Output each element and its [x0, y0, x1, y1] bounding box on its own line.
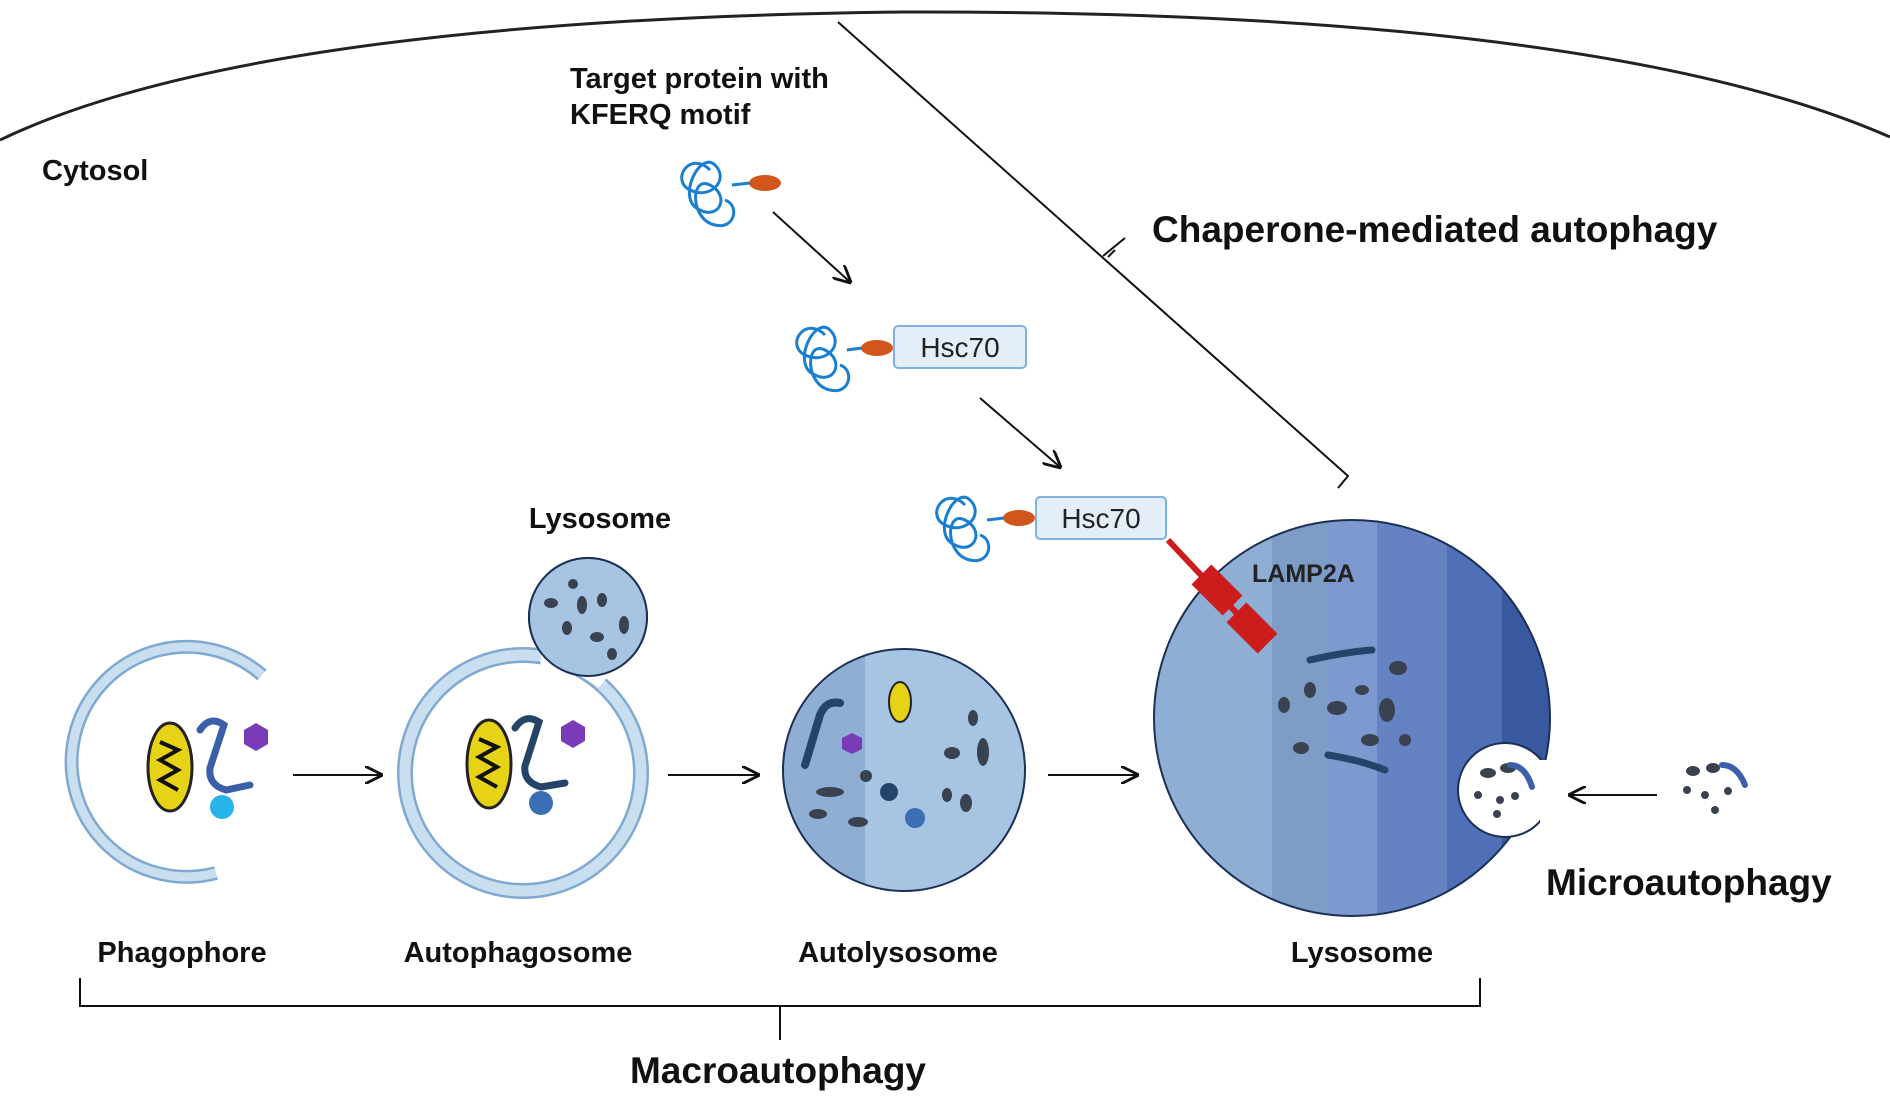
cma-bracket	[837, 21, 1350, 489]
hsc70-box	[893, 325, 1027, 369]
target-protein-free	[680, 160, 781, 228]
hsc70-bound-label: Hsc70	[1061, 503, 1140, 534]
chaperone-mediated-autophagy-label: Chaperone-mediated autophagy	[1152, 209, 1718, 250]
hsc70-box-bound	[1035, 496, 1167, 540]
microautophagy-cargo	[1683, 762, 1748, 814]
cytosol-label: Cytosol	[42, 155, 148, 187]
autolysosome	[782, 648, 1026, 892]
kferq-motif-icon	[861, 340, 893, 356]
protein-hsc70-complex	[795, 325, 893, 393]
autophagosome	[397, 557, 649, 899]
macroautophagy-label: Macroautophagy	[630, 1050, 926, 1091]
hexagon-icon	[561, 720, 585, 748]
dot-icon	[529, 791, 553, 815]
hsc70-label: Hsc70	[920, 332, 999, 363]
phagophore	[64, 639, 268, 884]
cell-membrane	[0, 10, 1890, 142]
hexagon-icon	[244, 723, 268, 751]
target-protein-label-line2: KFERQ motif	[570, 99, 751, 131]
lamp2a-label: LAMP2A	[1252, 560, 1355, 588]
lysosome-small-label: Lysosome	[529, 503, 671, 535]
mitochondrion-icon	[888, 681, 912, 723]
target-protein-label-line1: Target protein with	[570, 63, 829, 95]
dot-icon	[210, 795, 234, 819]
phagophore-label: Phagophore	[97, 937, 266, 969]
kferq-motif-icon	[1003, 510, 1035, 526]
lysosome-large-label: Lysosome	[1291, 937, 1433, 969]
kferq-motif-icon	[749, 175, 781, 191]
autolysosome-label: Autolysosome	[798, 937, 998, 969]
microautophagy-label: Microautophagy	[1546, 862, 1832, 903]
autophagosome-label: Autophagosome	[404, 937, 633, 969]
macroautophagy-bracket	[79, 978, 1481, 1040]
protein-hsc70-lamp2a-complex	[935, 495, 1035, 563]
microautophagy-invagination	[1457, 742, 1553, 838]
dot-icon	[905, 808, 925, 828]
lamp2a-receptor	[1165, 537, 1278, 654]
hexagon-icon	[842, 733, 862, 754]
